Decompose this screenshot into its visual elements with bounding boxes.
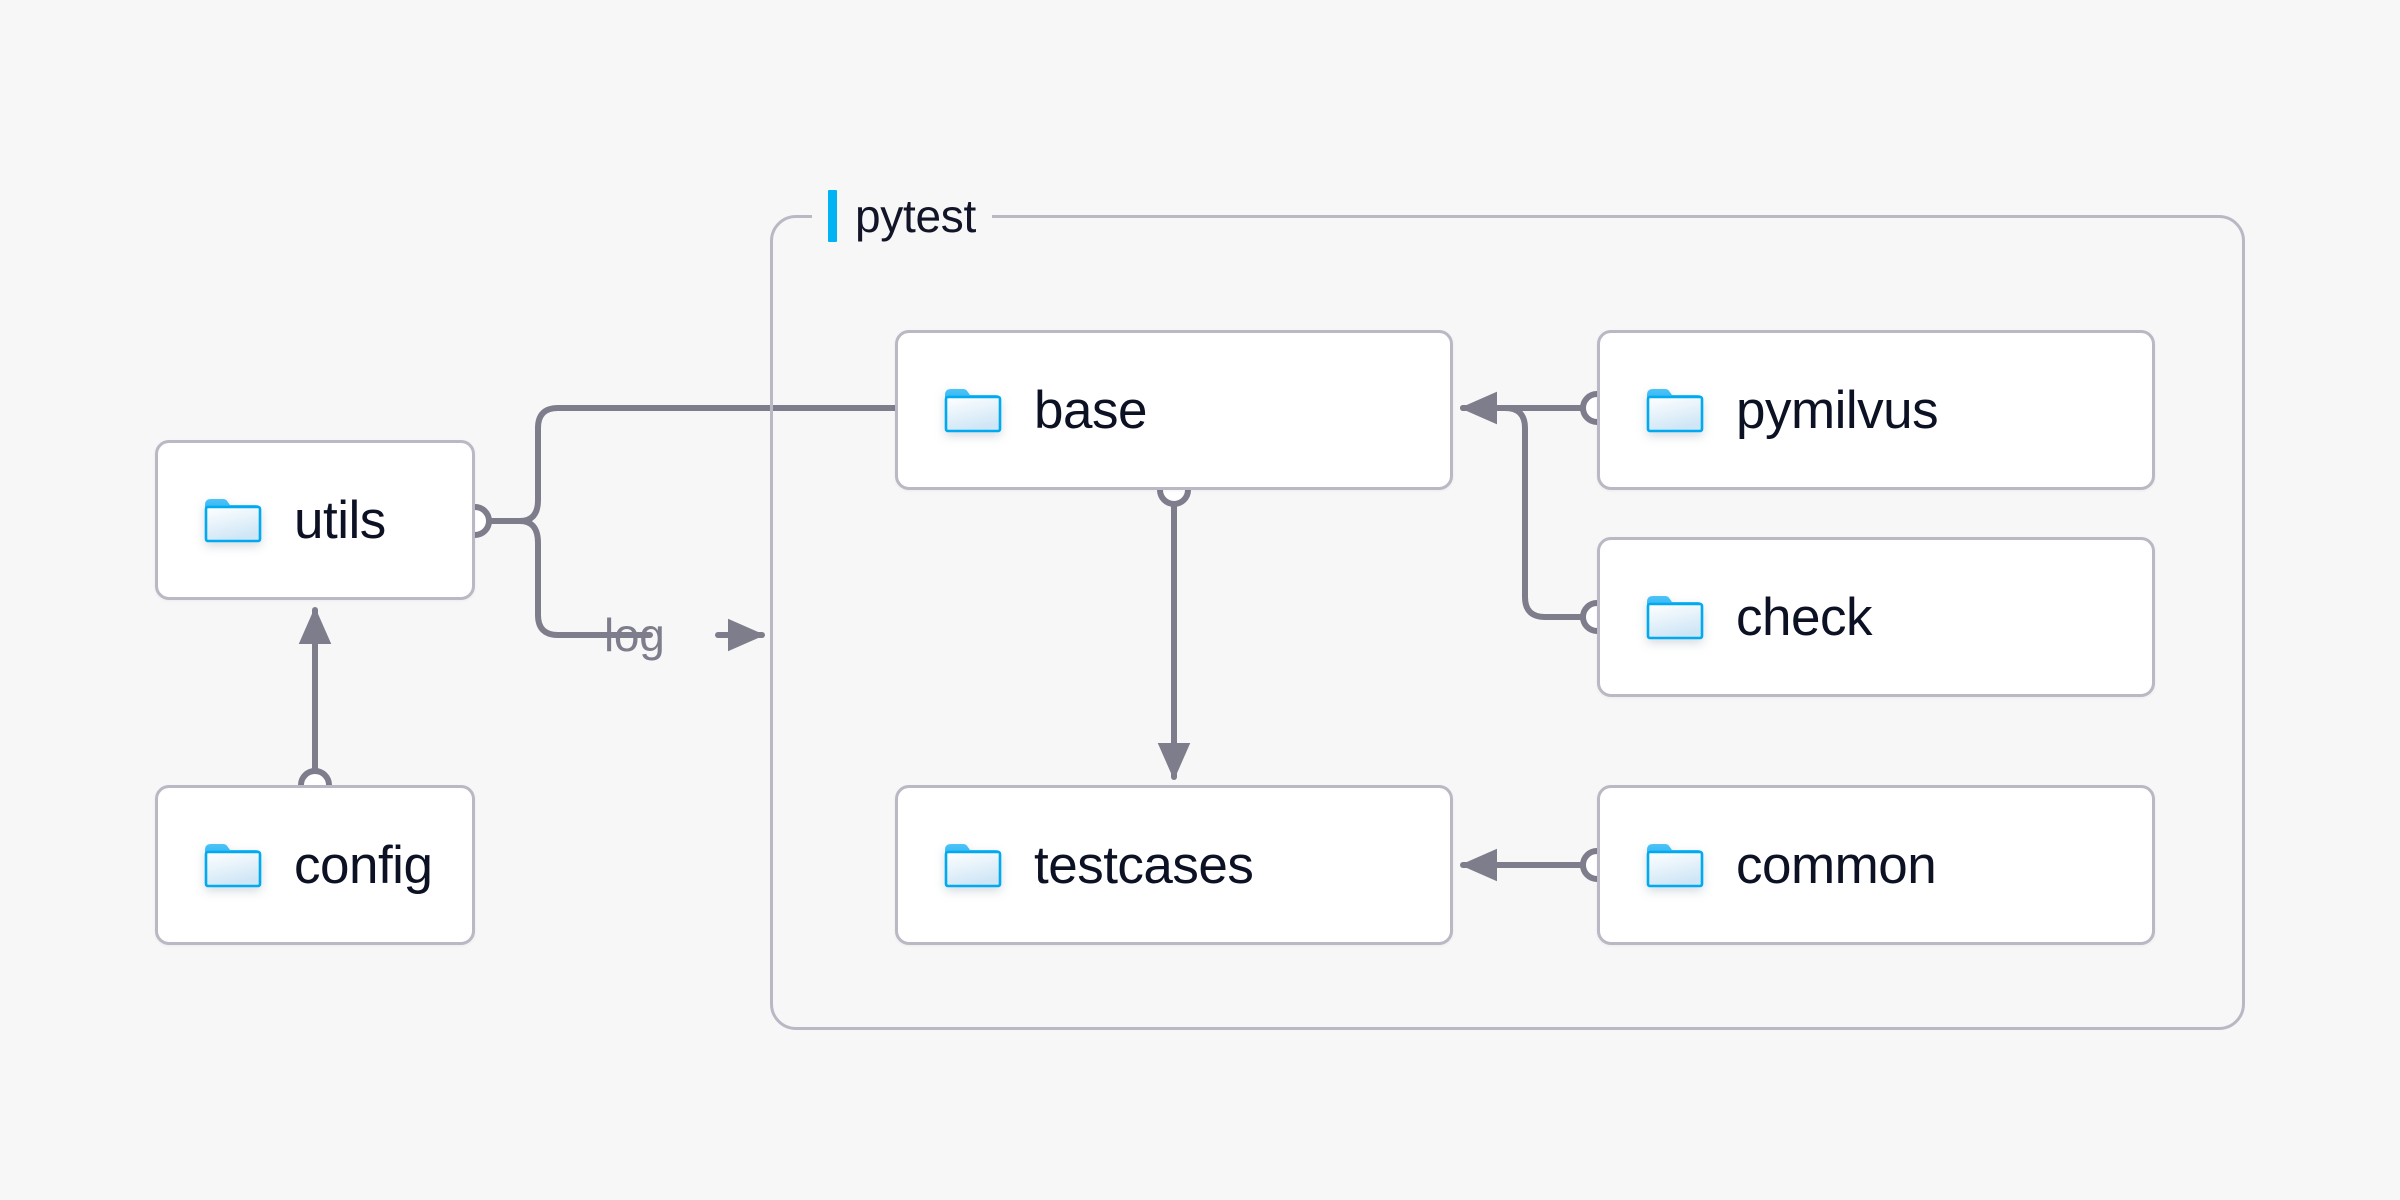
- node-utils[interactable]: utils: [155, 440, 475, 600]
- group-label-text: pytest: [855, 190, 976, 242]
- accent-bar-icon: [828, 190, 837, 242]
- edge-label-log-text: log: [604, 609, 665, 661]
- node-pymilvus[interactable]: pymilvus: [1597, 330, 2155, 490]
- group-pytest[interactable]: [770, 215, 2245, 1030]
- edge-label-log: log: [604, 608, 665, 662]
- node-config[interactable]: config: [155, 785, 475, 945]
- node-label-common: common: [1736, 835, 1937, 895]
- node-check[interactable]: check: [1597, 537, 2155, 697]
- node-common[interactable]: common: [1597, 785, 2155, 945]
- node-label-check: check: [1736, 587, 1872, 647]
- group-pytest-label: pytest: [812, 190, 992, 242]
- node-testcases[interactable]: testcases: [895, 785, 1453, 945]
- folder-icon: [1646, 844, 1704, 888]
- folder-icon: [944, 389, 1002, 433]
- node-base[interactable]: base: [895, 330, 1453, 490]
- folder-icon: [944, 844, 1002, 888]
- node-label-utils: utils: [294, 490, 386, 550]
- node-label-pymilvus: pymilvus: [1736, 380, 1939, 440]
- folder-icon: [204, 844, 262, 888]
- folder-icon: [1646, 389, 1704, 433]
- folder-icon: [204, 499, 262, 543]
- folder-icon: [1646, 596, 1704, 640]
- node-label-config: config: [294, 835, 433, 895]
- node-label-base: base: [1034, 380, 1147, 440]
- node-label-testcases: testcases: [1034, 835, 1254, 895]
